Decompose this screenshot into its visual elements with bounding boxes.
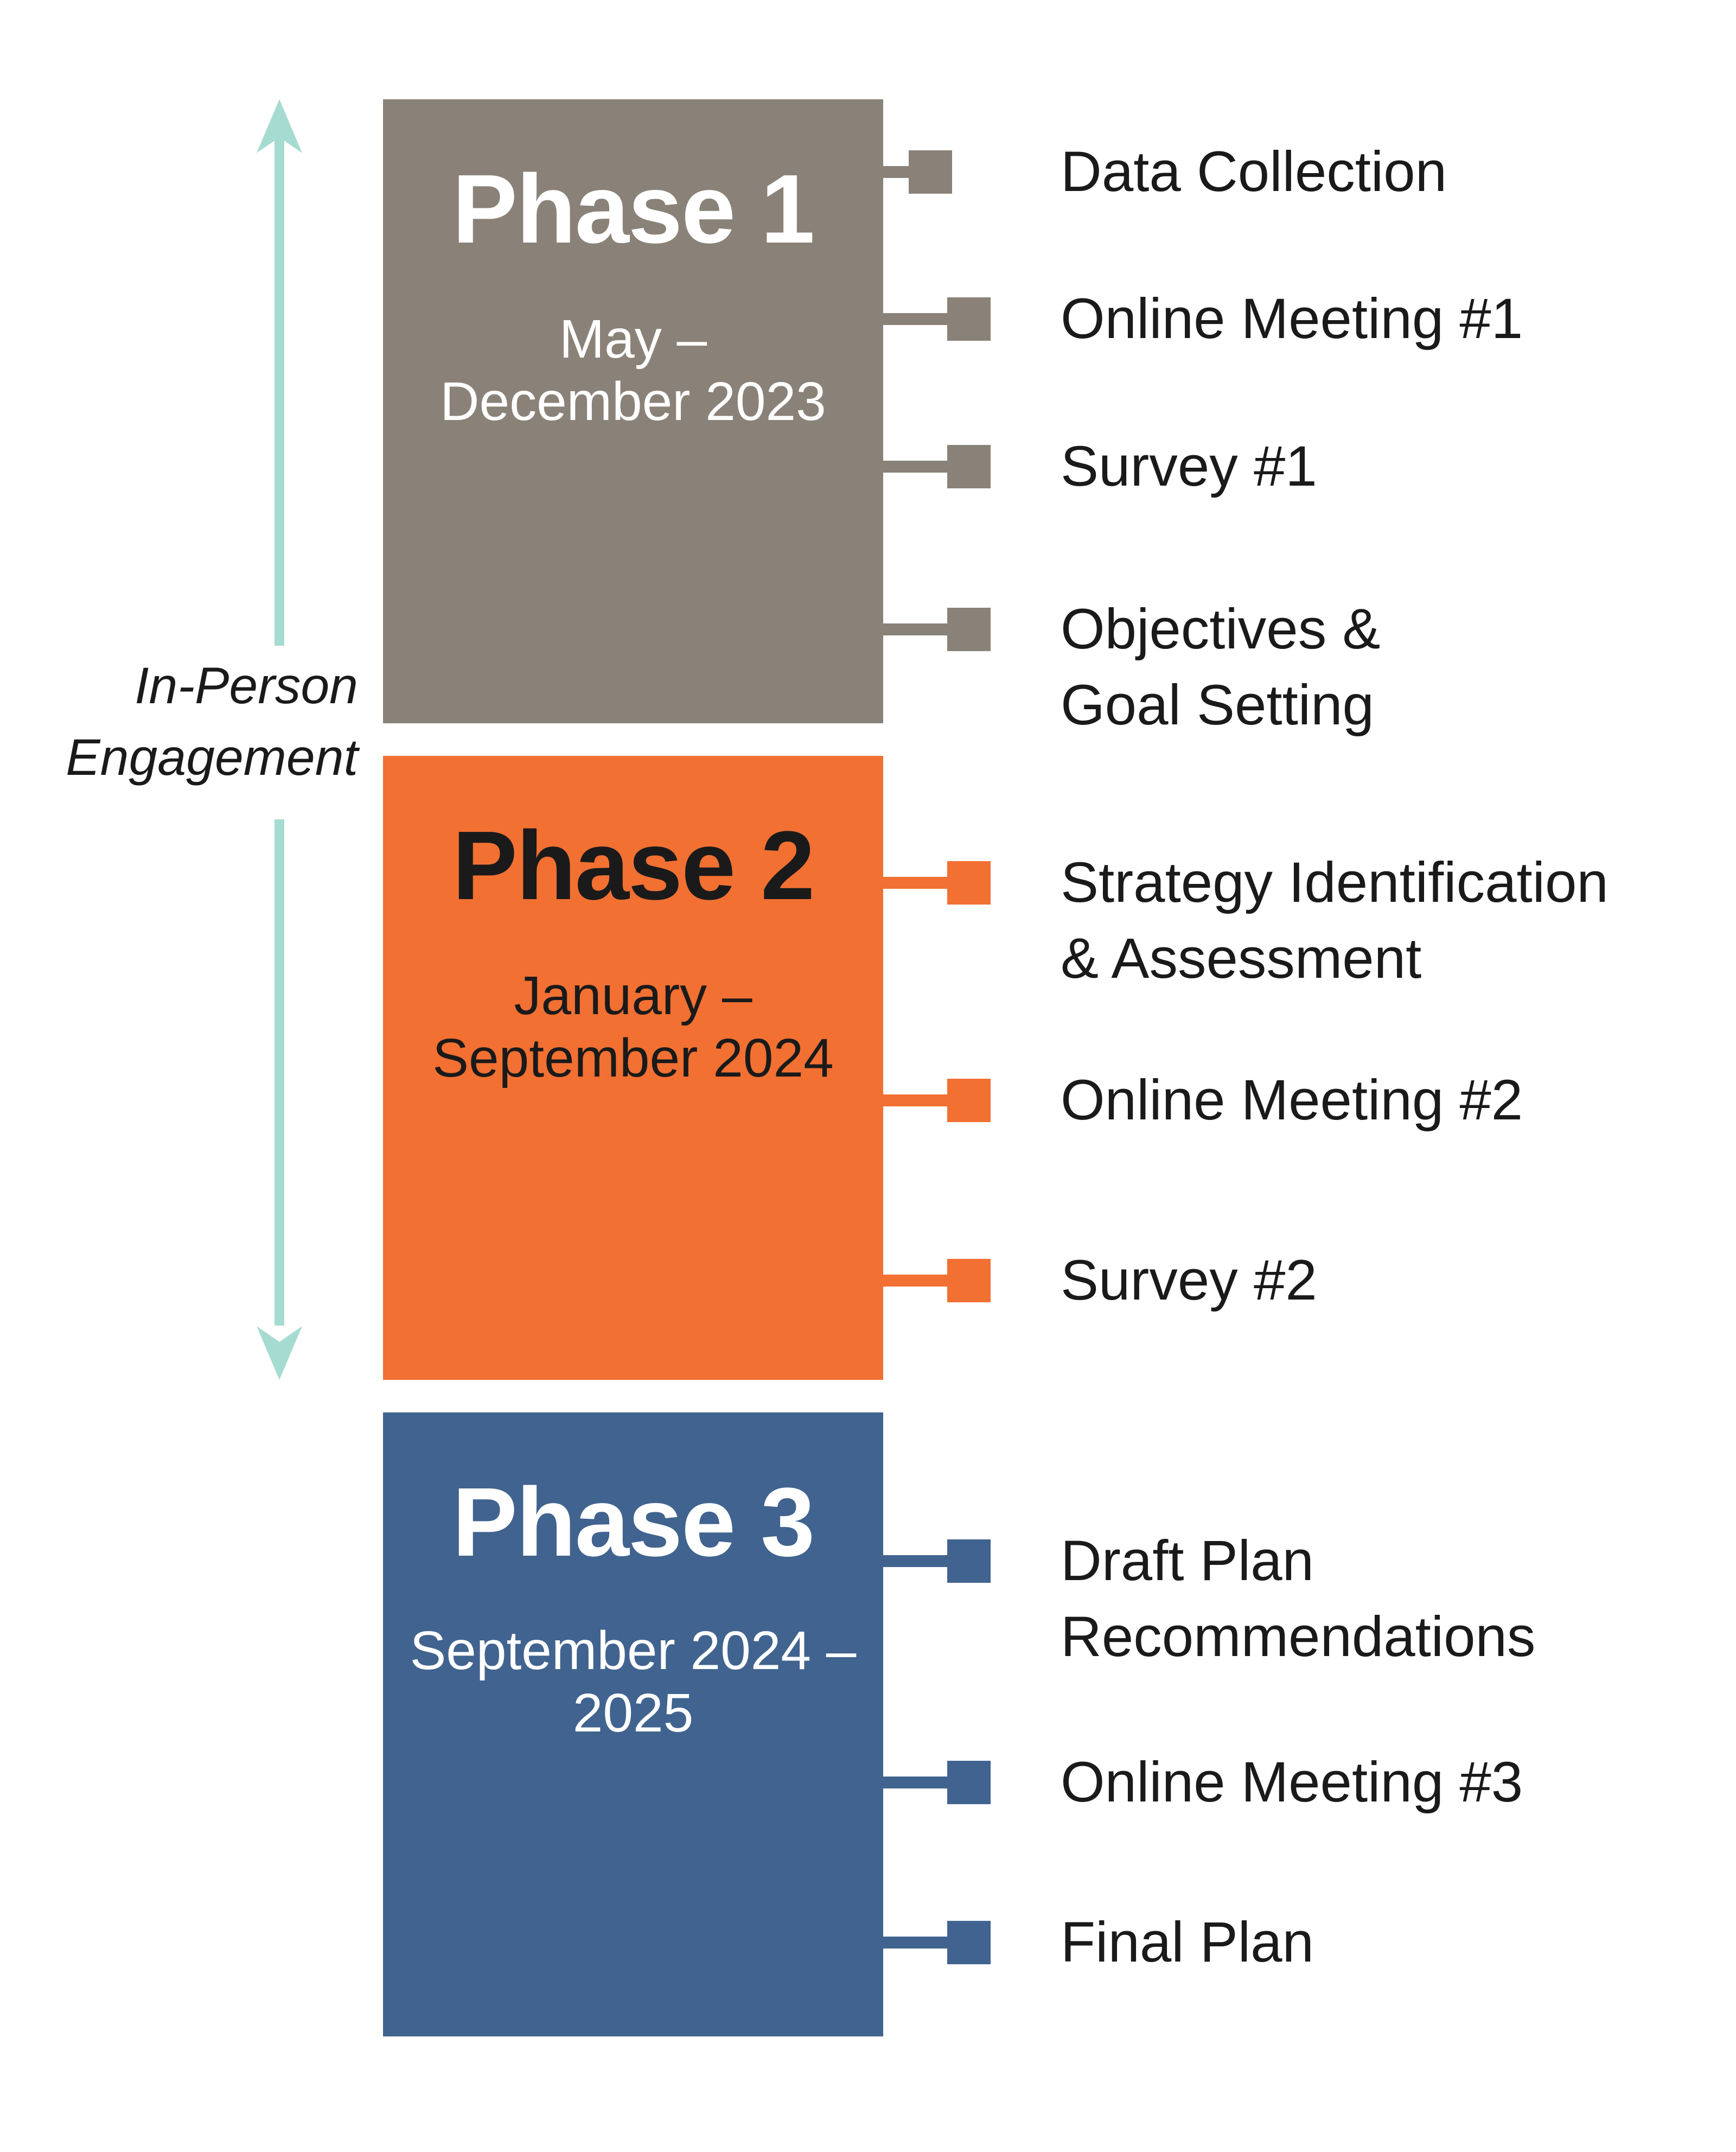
phase-3-dates: September 2024 – 2025 bbox=[383, 1620, 883, 1744]
phase-2-date-line2: September 2024 bbox=[432, 1028, 834, 1088]
phase-1-box: Phase 1 May – December 2023 bbox=[383, 99, 883, 723]
connector-line-online-meeting-1 bbox=[883, 313, 947, 325]
connector-line-online-meeting-3 bbox=[883, 1777, 947, 1788]
item-label-final-plan: Final Plan bbox=[1061, 1911, 1314, 1974]
item-label-draft-plan-line2: Recommendations bbox=[1061, 1605, 1536, 1669]
phase-3-date-line2: 2025 bbox=[572, 1683, 694, 1743]
connector-square-survey-2 bbox=[947, 1259, 991, 1302]
connector-line-survey-1 bbox=[883, 461, 947, 473]
item-label-draft-plan-line1: Draft Plan bbox=[1061, 1529, 1314, 1593]
connector-line-online-meeting-2 bbox=[883, 1094, 947, 1106]
item-label-strategy-line1: Strategy Identification bbox=[1061, 851, 1609, 914]
connector-square-online-meeting-1 bbox=[947, 297, 991, 341]
connector-line-objectives bbox=[883, 623, 947, 635]
item-label-survey-1: Survey #1 bbox=[1061, 435, 1317, 498]
connector-square-online-meeting-3 bbox=[947, 1761, 991, 1804]
phase-2-title: Phase 2 bbox=[452, 811, 815, 920]
connector-square-strategy bbox=[947, 861, 991, 905]
connector-square-data-collection bbox=[909, 150, 952, 194]
item-label-online-meeting-3: Online Meeting #3 bbox=[1061, 1750, 1523, 1814]
phase-1-date-line1: May – bbox=[559, 309, 707, 370]
axis-label-line1: In-Person bbox=[135, 657, 358, 715]
connector-square-online-meeting-2 bbox=[947, 1079, 991, 1122]
phase-2-dates: January – September 2024 bbox=[383, 965, 883, 1090]
item-label-survey-2: Survey #2 bbox=[1061, 1249, 1317, 1312]
phase-1-dates: May – December 2023 bbox=[383, 308, 883, 433]
connector-square-final-plan bbox=[947, 1921, 991, 1964]
axis-shaft-lower bbox=[275, 819, 284, 1326]
phase-3-box: Phase 3 September 2024 – 2025 bbox=[383, 1412, 883, 2036]
arrow-up-icon bbox=[257, 99, 302, 153]
connector-line-draft-plan bbox=[883, 1555, 947, 1567]
phase-3-date-line1: September 2024 – bbox=[410, 1620, 857, 1681]
connector-line-final-plan bbox=[883, 1937, 947, 1949]
arrow-down-icon bbox=[257, 1326, 302, 1380]
connector-line-strategy bbox=[883, 877, 947, 889]
connector-square-survey-1 bbox=[947, 445, 991, 488]
item-label-data-collection: Data Collection bbox=[1061, 140, 1447, 203]
item-label-online-meeting-2: Online Meeting #2 bbox=[1061, 1068, 1523, 1132]
axis-label: In-Person Engagement bbox=[22, 650, 358, 793]
connector-square-objectives bbox=[947, 608, 991, 651]
phase-1-title: Phase 1 bbox=[452, 155, 815, 264]
connector-line-data-collection bbox=[883, 166, 909, 178]
phase-2-box: Phase 2 January – September 2024 bbox=[383, 756, 883, 1380]
phase-3-title: Phase 3 bbox=[452, 1468, 815, 1577]
phase-2-date-line1: January – bbox=[514, 965, 752, 1026]
connector-square-draft-plan bbox=[947, 1539, 991, 1583]
axis-label-line2: Engagement bbox=[66, 729, 358, 786]
item-label-strategy-line2: & Assessment bbox=[1061, 927, 1422, 990]
connector-line-survey-2 bbox=[883, 1275, 947, 1287]
item-label-online-meeting-1: Online Meeting #1 bbox=[1061, 287, 1523, 351]
item-label-objectives-line2: Goal Setting bbox=[1061, 673, 1374, 737]
item-label-objectives-line1: Objectives & bbox=[1061, 597, 1381, 661]
axis-shaft-upper bbox=[275, 133, 284, 646]
phase-1-date-line2: December 2023 bbox=[440, 371, 826, 432]
